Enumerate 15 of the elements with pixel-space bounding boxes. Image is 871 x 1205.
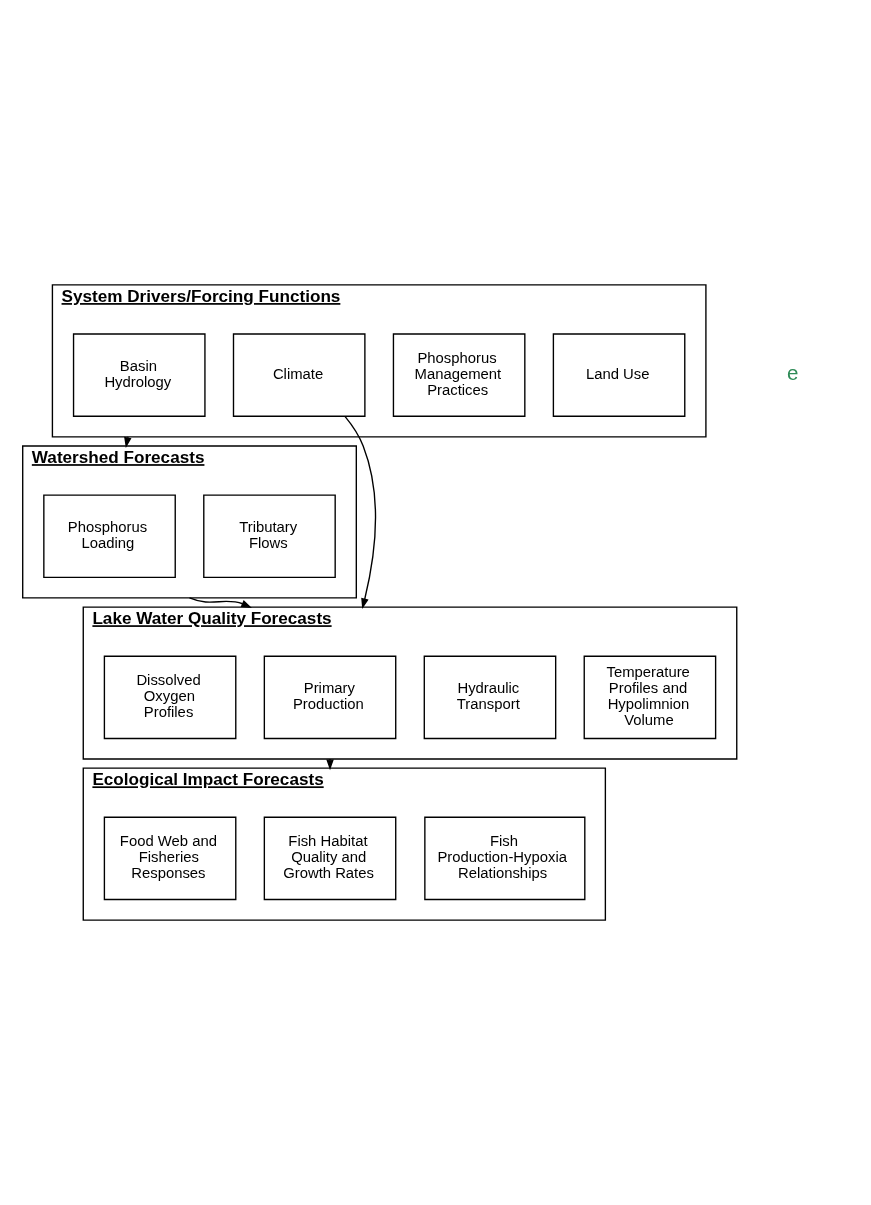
node-box: Fish Habitat Quality and Growth Rates bbox=[263, 816, 396, 901]
node-box: Dissolved Oxygen Profiles bbox=[103, 655, 236, 740]
node-box: Tributary Flows bbox=[202, 494, 336, 579]
arrow bbox=[343, 415, 376, 610]
node-box: Basin Hydrology bbox=[72, 333, 206, 417]
node-box: Climate bbox=[232, 333, 366, 417]
node-box: Phosphorus Management Practices bbox=[392, 333, 525, 417]
node-box: Primary Production bbox=[263, 655, 396, 740]
node-box: Phosphorus Loading bbox=[42, 494, 176, 579]
label: e bbox=[786, 361, 798, 385]
node-box: Fish Production-Hypoxia Relationships bbox=[423, 816, 585, 901]
node-box: Land Use bbox=[552, 333, 685, 417]
node-box: Food Web and Fisheries Responses bbox=[103, 816, 236, 901]
node-box: Hydraulic Transport bbox=[423, 655, 556, 740]
node-box: Temperature Profiles and Hypolimnion Volume bbox=[583, 655, 716, 740]
